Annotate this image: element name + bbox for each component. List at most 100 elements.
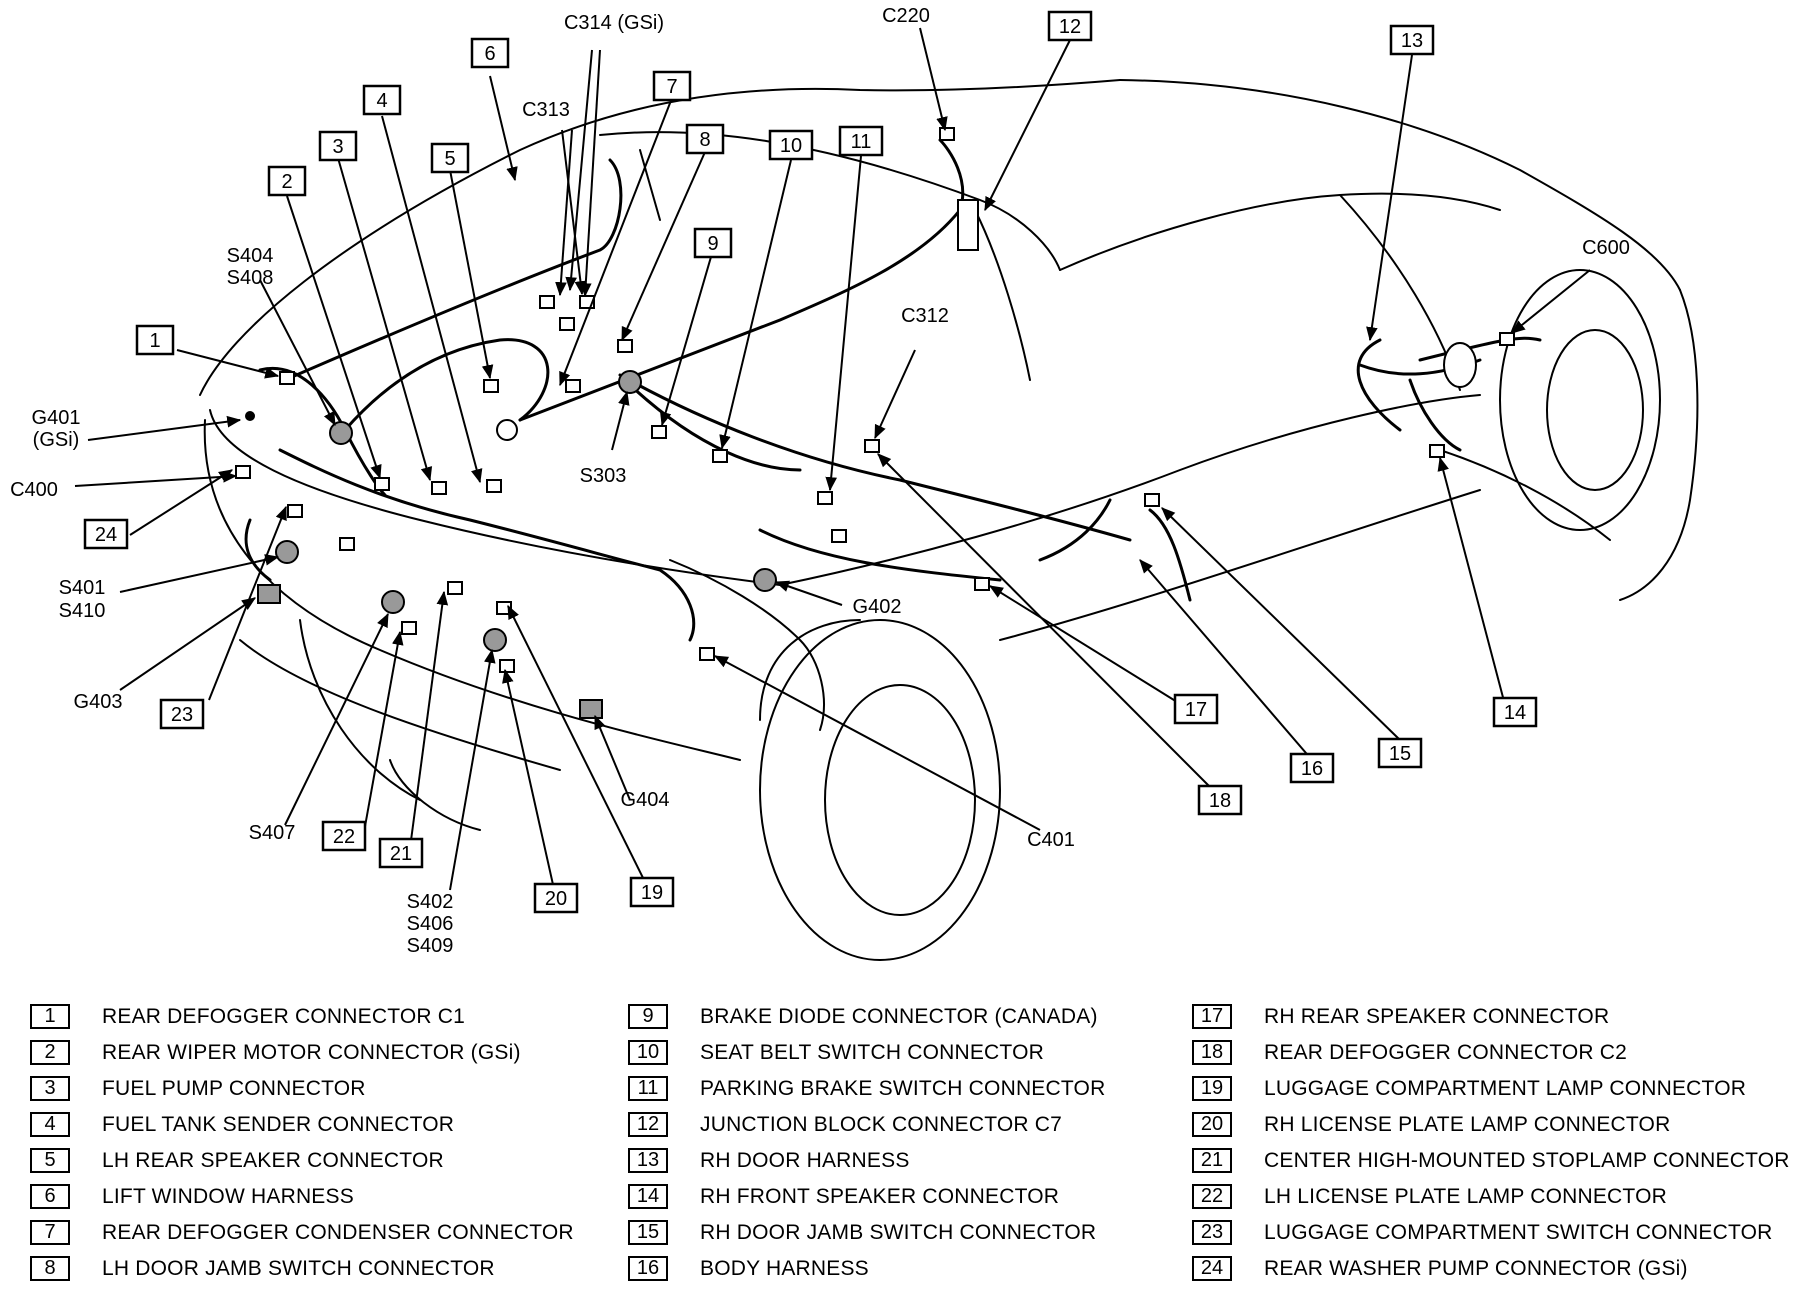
callout-number: 3 xyxy=(332,136,343,158)
callout-15: 15 xyxy=(1377,737,1423,769)
callout-8: 8 xyxy=(685,123,725,155)
callout-number: 18 xyxy=(1209,790,1231,812)
callout-number: 12 xyxy=(1059,16,1081,38)
callout-12: 12 xyxy=(1047,10,1093,42)
legend-number: 1 xyxy=(30,1004,70,1029)
callout-11: 11 xyxy=(838,125,884,157)
callout-number: 4 xyxy=(376,90,387,112)
legend-label: FUEL TANK SENDER CONNECTOR xyxy=(102,1113,455,1136)
callout-16: 16 xyxy=(1289,752,1335,784)
callout-box xyxy=(135,324,175,356)
callout-number: 9 xyxy=(707,233,718,255)
callout-18: 18 xyxy=(1197,784,1243,816)
component-label-s406: S406 xyxy=(407,913,454,935)
callout-2: 2 xyxy=(267,165,307,197)
callout-box xyxy=(1047,10,1093,42)
callout-number: 6 xyxy=(484,43,495,65)
legend-label: RH FRONT SPEAKER CONNECTOR xyxy=(700,1185,1060,1208)
callout-box xyxy=(685,123,725,155)
callout-number: 22 xyxy=(333,826,355,848)
legend-number: 24 xyxy=(1192,1256,1232,1281)
callout-number: 20 xyxy=(545,888,567,910)
callout-number: 8 xyxy=(699,129,710,151)
legend-label: CENTER HIGH-MOUNTED STOPLAMP CONNECTOR xyxy=(1264,1149,1790,1172)
legend-number: 14 xyxy=(628,1184,668,1209)
component-label-g402: G402 xyxy=(853,596,902,618)
callout-number: 14 xyxy=(1504,702,1526,724)
legend-label: RH DOOR HARNESS xyxy=(700,1149,910,1172)
legend-label: SEAT BELT SWITCH CONNECTOR xyxy=(700,1041,1044,1064)
legend-number: 11 xyxy=(628,1076,668,1101)
component-label-g403: G403 xyxy=(74,691,123,713)
legend-label: REAR DEFOGGER CONNECTOR C2 xyxy=(1264,1041,1628,1064)
callout-number: 7 xyxy=(666,76,677,98)
legend-number: 21 xyxy=(1192,1148,1232,1173)
legend-label: BODY HARNESS xyxy=(700,1257,869,1280)
callout-19: 19 xyxy=(629,876,675,908)
legend-number: 2 xyxy=(30,1040,70,1065)
component-label-s401: S401 xyxy=(59,577,106,599)
callout-box xyxy=(159,698,205,730)
car-body-outline xyxy=(199,79,1699,961)
harness-wires xyxy=(244,138,1542,642)
component-label-s409: S409 xyxy=(407,935,454,957)
legend-label: PARKING BRAKE SWITCH CONNECTOR xyxy=(700,1077,1106,1100)
callout-number: 1 xyxy=(149,330,160,352)
callout-7: 7 xyxy=(652,70,692,102)
legend-number: 23 xyxy=(1192,1220,1232,1245)
legend-label: BRAKE DIODE CONNECTOR (CANADA) xyxy=(700,1005,1098,1028)
callout-box xyxy=(652,70,692,102)
callout-20: 20 xyxy=(533,882,579,914)
legend-label: REAR WASHER PUMP CONNECTOR (GSi) xyxy=(1264,1257,1688,1280)
callout-number: 17 xyxy=(1185,699,1207,721)
callout-number: 15 xyxy=(1389,743,1411,765)
callout-22: 22 xyxy=(321,820,367,852)
callout-5: 5 xyxy=(430,142,470,174)
callout-number: 13 xyxy=(1401,30,1423,52)
callout-box xyxy=(83,518,129,550)
callout-box xyxy=(378,837,424,869)
legend-number: 20 xyxy=(1192,1112,1232,1137)
callout-21: 21 xyxy=(378,837,424,869)
callout-17: 17 xyxy=(1173,693,1219,725)
legend-label: REAR WIPER MOTOR CONNECTOR (GSi) xyxy=(102,1041,521,1064)
legend-label: REAR DEFOGGER CONDENSER CONNECTOR xyxy=(102,1221,574,1244)
callout-3: 3 xyxy=(318,130,358,162)
legend-label: LIFT WINDOW HARNESS xyxy=(102,1185,354,1208)
legend-label: LH DOOR JAMB SWITCH CONNECTOR xyxy=(102,1257,495,1280)
component-label-c401: C401 xyxy=(1027,829,1075,851)
callout-4: 4 xyxy=(362,84,402,116)
callout-24: 24 xyxy=(83,518,129,550)
legend-number: 12 xyxy=(628,1112,668,1137)
callout-23: 23 xyxy=(159,698,205,730)
component-code-labels: C314 (GSi)C220C313S404S408C600C312G401(G… xyxy=(10,5,1630,957)
leader-lines xyxy=(74,27,1591,899)
legend-number: 6 xyxy=(30,1184,70,1209)
legend-number: 4 xyxy=(30,1112,70,1137)
callout-box xyxy=(430,142,470,174)
legend-number: 7 xyxy=(30,1220,70,1245)
callout-box xyxy=(321,820,367,852)
callout-13: 13 xyxy=(1389,24,1435,56)
callout-number: 11 xyxy=(851,131,872,153)
callout-number: 24 xyxy=(95,524,117,546)
callout-box xyxy=(693,227,733,259)
callout-box xyxy=(1173,693,1219,725)
callout-box xyxy=(768,129,814,161)
component-label-s402: S402 xyxy=(407,891,454,913)
callout-number: 21 xyxy=(390,843,412,865)
component-label-g404: G404 xyxy=(621,789,670,811)
component-label-s303: S303 xyxy=(580,465,627,487)
legend-label: LUGGAGE COMPARTMENT SWITCH CONNECTOR xyxy=(1264,1221,1773,1244)
legend-label: RH LICENSE PLATE LAMP CONNECTOR xyxy=(1264,1113,1671,1136)
callout-9: 9 xyxy=(693,227,733,259)
component-label-c312: C312 xyxy=(901,305,949,327)
callout-box xyxy=(1289,752,1335,784)
callout-number: 23 xyxy=(171,704,193,726)
callout-box xyxy=(1377,737,1423,769)
callout-box xyxy=(267,165,307,197)
legend-label: JUNCTION BLOCK CONNECTOR C7 xyxy=(700,1113,1063,1136)
callout-box xyxy=(838,125,884,157)
